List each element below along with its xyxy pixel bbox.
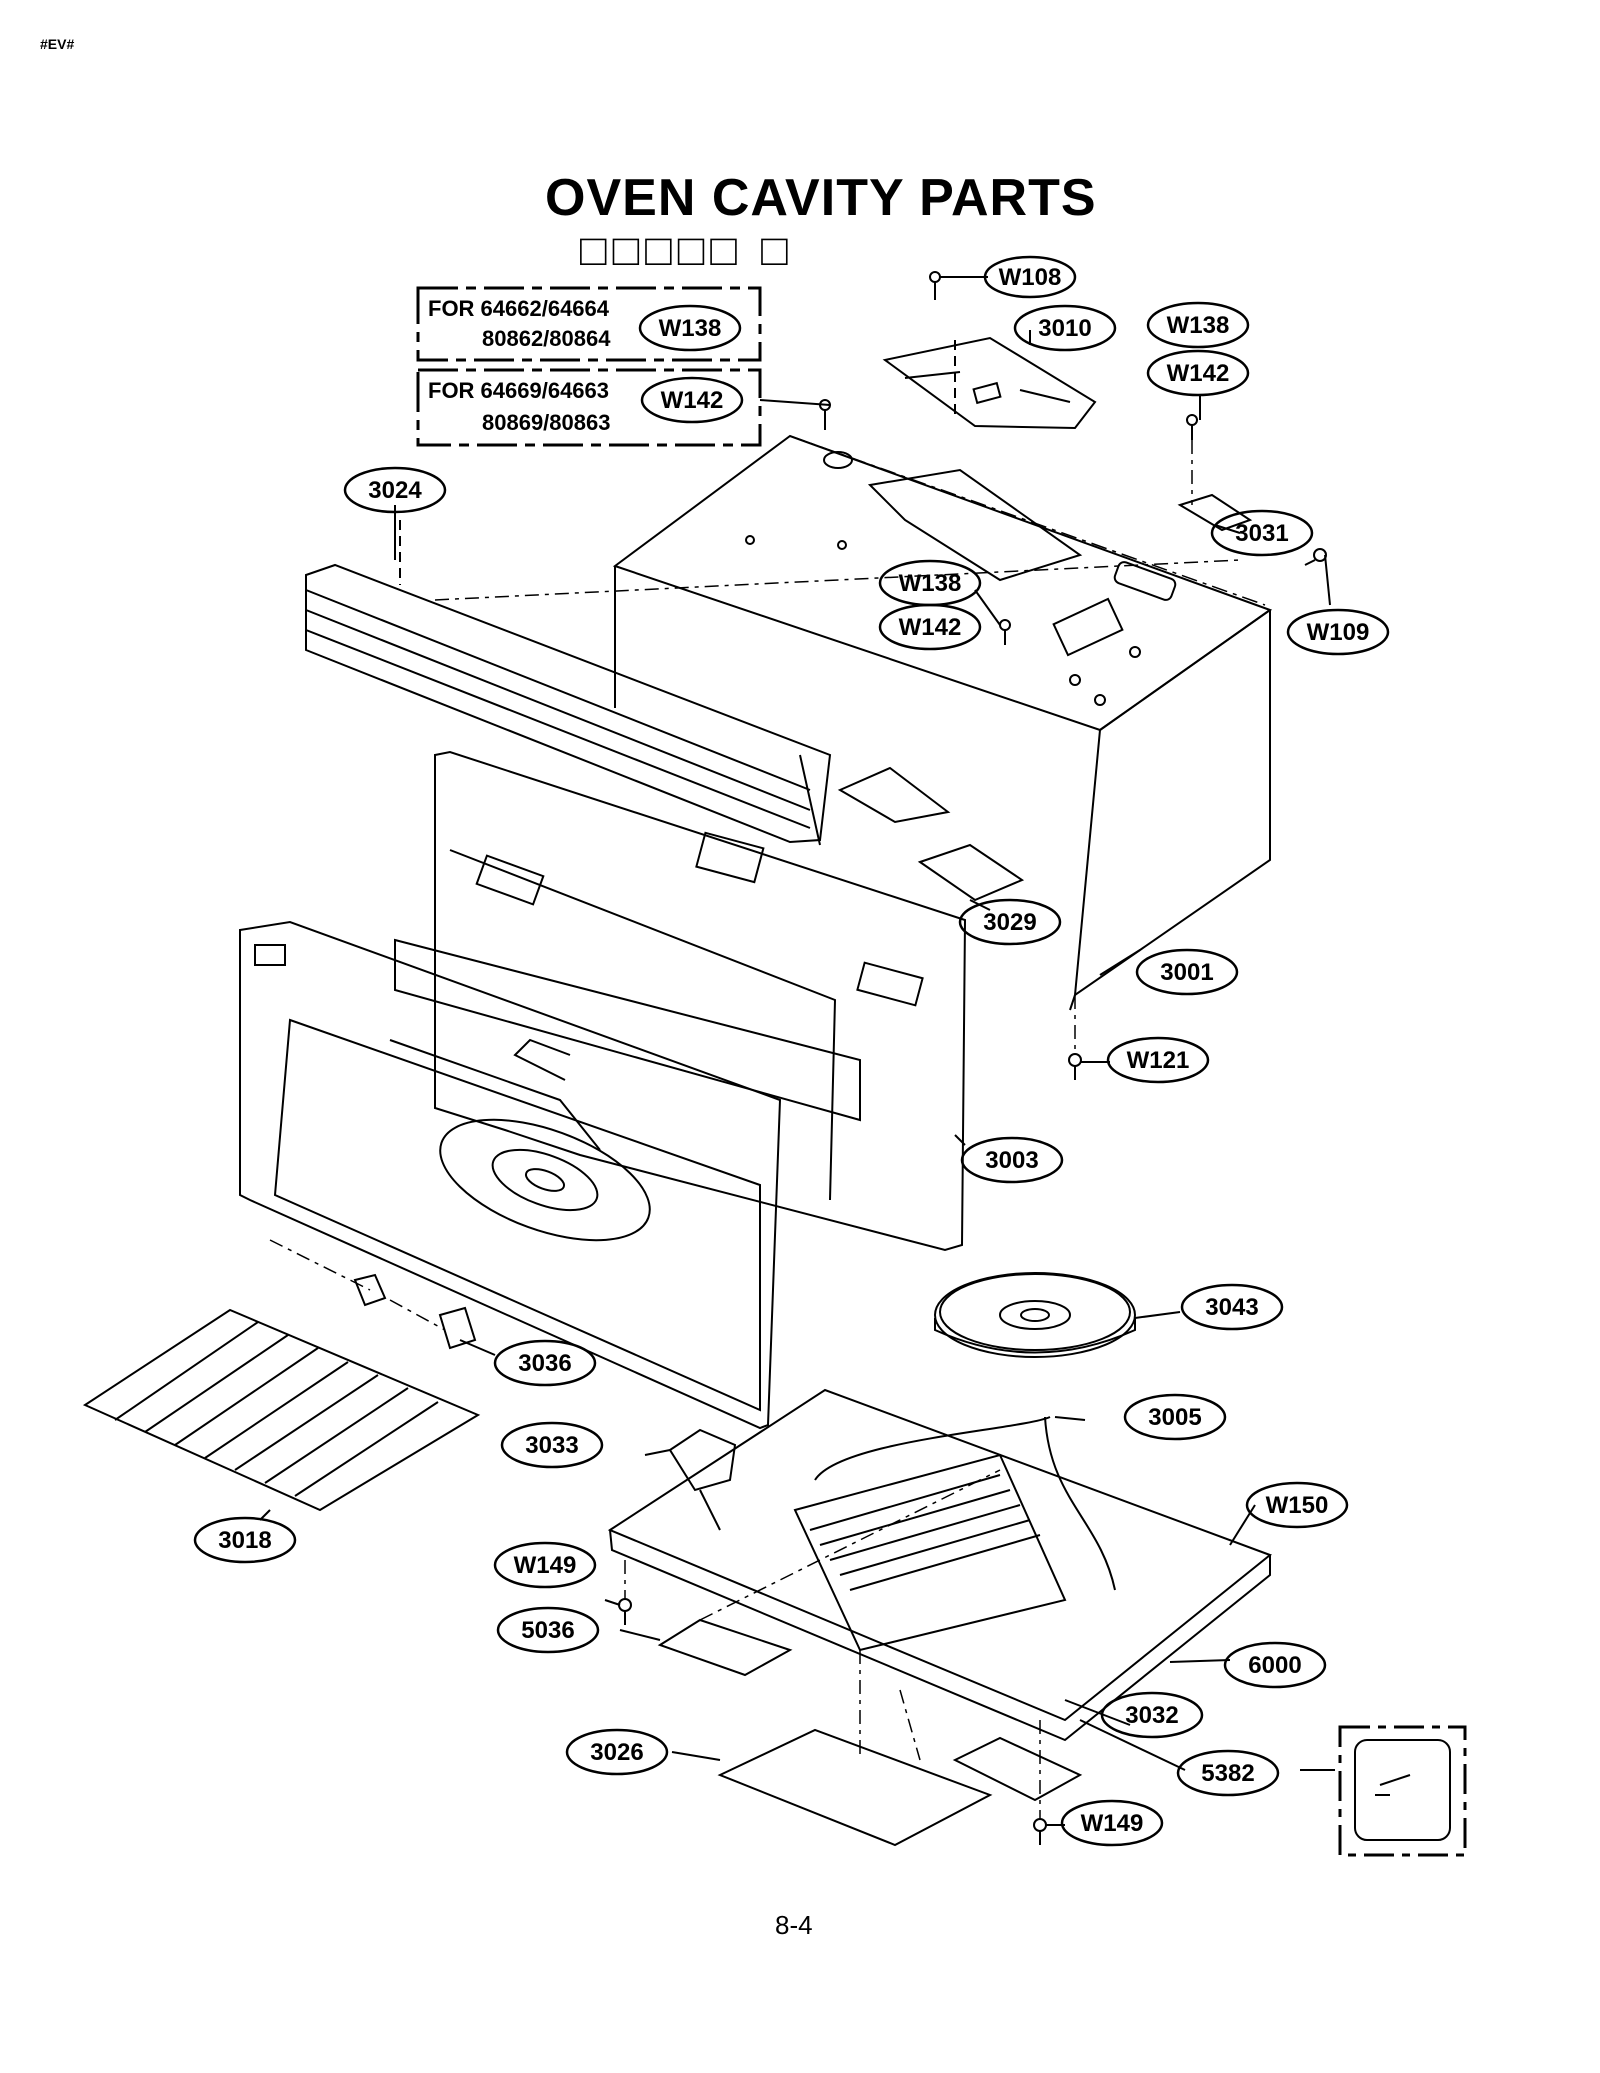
callout-3033: 3033 — [500, 1421, 604, 1469]
callout-3032: 3032 — [1100, 1691, 1204, 1739]
note-box-1: FOR 64662/64664 80862/80864 W138 — [416, 286, 762, 362]
screw-w121-icon — [1068, 1053, 1082, 1067]
alignment-lines — [269, 440, 1241, 1820]
callout-3024-label: 3024 — [368, 477, 422, 504]
callout-6000: 6000 — [1223, 1641, 1327, 1689]
callout-6000-label: 6000 — [1248, 1652, 1301, 1679]
callout-3010-label: 3010 — [1038, 315, 1091, 342]
callout-W149a-label: W149 — [514, 1552, 577, 1579]
page-subtitle: □□□□□ □ — [580, 226, 794, 275]
callout-5382: 5382 — [1176, 1749, 1280, 1797]
callout-W109-label: W109 — [1307, 619, 1370, 646]
bracket-5036 — [657, 1618, 793, 1677]
outer-case-part — [612, 434, 1273, 1011]
callout-3001-label: 3001 — [1160, 959, 1213, 986]
screw-w142a-icon — [1186, 414, 1198, 426]
latch-3036 — [353, 1273, 477, 1350]
base-plate-part — [607, 1388, 1272, 1742]
callout-W109: W109 — [1286, 608, 1390, 656]
callout-W149a: W149 — [493, 1541, 597, 1589]
callout-3024: 3024 — [343, 466, 447, 514]
callout-3003-label: 3003 — [985, 1147, 1038, 1174]
note-1-line1: FOR 64662/64664 — [428, 296, 610, 321]
callout-3001: 3001 — [1135, 948, 1239, 996]
screw-w149-icon — [618, 1598, 632, 1612]
callout-3005-label: 3005 — [1148, 1404, 1201, 1431]
callout-5036: 5036 — [496, 1606, 600, 1654]
bracket-3031 — [1177, 493, 1253, 532]
callout-3026-label: 3026 — [590, 1739, 643, 1766]
screw-w109-icon — [1313, 548, 1327, 562]
callout-3043-label: 3043 — [1205, 1294, 1258, 1321]
callout-3043: 3043 — [1180, 1283, 1284, 1331]
callouts: W108 3010 W138 W142 3024 3031 W138 W142 — [193, 255, 1390, 1847]
callout-5382-label: 5382 — [1201, 1760, 1254, 1787]
corner-tag: #EV# — [40, 36, 75, 52]
hinge-3033 — [668, 1428, 737, 1531]
wire-harness-3005 — [814, 1416, 1116, 1591]
callout-3036: 3036 — [493, 1339, 597, 1387]
callout-3010: 3010 — [1013, 304, 1117, 352]
callout-W108-label: W108 — [999, 264, 1062, 291]
leader-lines — [259, 276, 1335, 1826]
callout-3018-label: 3018 — [218, 1527, 271, 1554]
wire-rack-part — [82, 1308, 481, 1512]
bracket-3029 — [837, 766, 1025, 902]
screw-icons — [618, 271, 1327, 1845]
top-cover-part — [882, 336, 1097, 430]
callout-W138a-label: W138 — [1167, 312, 1230, 339]
callout-3036-label: 3036 — [518, 1350, 571, 1377]
screw-w142b-icon — [999, 619, 1011, 631]
front-plate-part — [239, 920, 782, 1430]
note-2-line1: FOR 64669/64663 — [428, 378, 609, 403]
page-title: OVEN CAVITY PARTS — [545, 169, 1097, 227]
cavity-interior — [394, 938, 861, 1242]
filter-3026 — [717, 1728, 993, 1847]
callout-W142b: W142 — [878, 603, 982, 651]
callout-5036-label: 5036 — [521, 1617, 574, 1644]
oven-cavity-part — [434, 750, 967, 1252]
callout-3029: 3029 — [958, 898, 1062, 946]
callout-3031-label: 3031 — [1235, 520, 1288, 547]
callout-W149b-label: W149 — [1081, 1810, 1144, 1837]
callout-W108: W108 — [983, 255, 1077, 299]
callout-3018: 3018 — [193, 1516, 297, 1564]
callout-W121: W121 — [1106, 1036, 1210, 1084]
callout-3005: 3005 — [1123, 1393, 1227, 1441]
callout-W149b: W149 — [1060, 1799, 1164, 1847]
screw-w108-icon — [929, 271, 941, 283]
callout-3031: 3031 — [1210, 509, 1314, 557]
callout-3026: 3026 — [565, 1728, 669, 1776]
callout-3029-label: 3029 — [983, 909, 1036, 936]
callout-W121-label: W121 — [1127, 1047, 1190, 1074]
callout-W138a: W138 — [1146, 301, 1250, 349]
callout-3003: 3003 — [960, 1136, 1064, 1184]
callout-3032-label: 3032 — [1125, 1702, 1178, 1729]
turntable-tray-part — [934, 1272, 1136, 1358]
note-1-line2: 80862/80864 — [482, 326, 611, 351]
vent-grille-part — [305, 520, 832, 846]
callout-W138b-label: W138 — [899, 570, 962, 597]
callout-W150-label: W150 — [1266, 1492, 1329, 1519]
note-box-2: FOR 64669/64663 80869/80863 W142 — [416, 368, 762, 447]
page-number: 8-4 — [775, 1910, 813, 1940]
callout-W138b: W138 — [878, 559, 982, 607]
note-1-part: W138 — [659, 315, 722, 342]
callout-W142a-label: W142 — [1167, 360, 1230, 387]
callout-W150: W150 — [1245, 1481, 1349, 1529]
screw-w149b-icon — [1033, 1818, 1047, 1832]
bracket-5036b — [952, 1736, 1083, 1802]
callout-W142a: W142 — [1146, 349, 1250, 397]
callout-3033-label: 3033 — [525, 1432, 578, 1459]
callout-W142b-label: W142 — [899, 614, 962, 641]
note-2-part: W142 — [661, 387, 724, 414]
note-2-line2: 80869/80863 — [482, 410, 610, 435]
kit-box-5382 — [1338, 1725, 1467, 1857]
